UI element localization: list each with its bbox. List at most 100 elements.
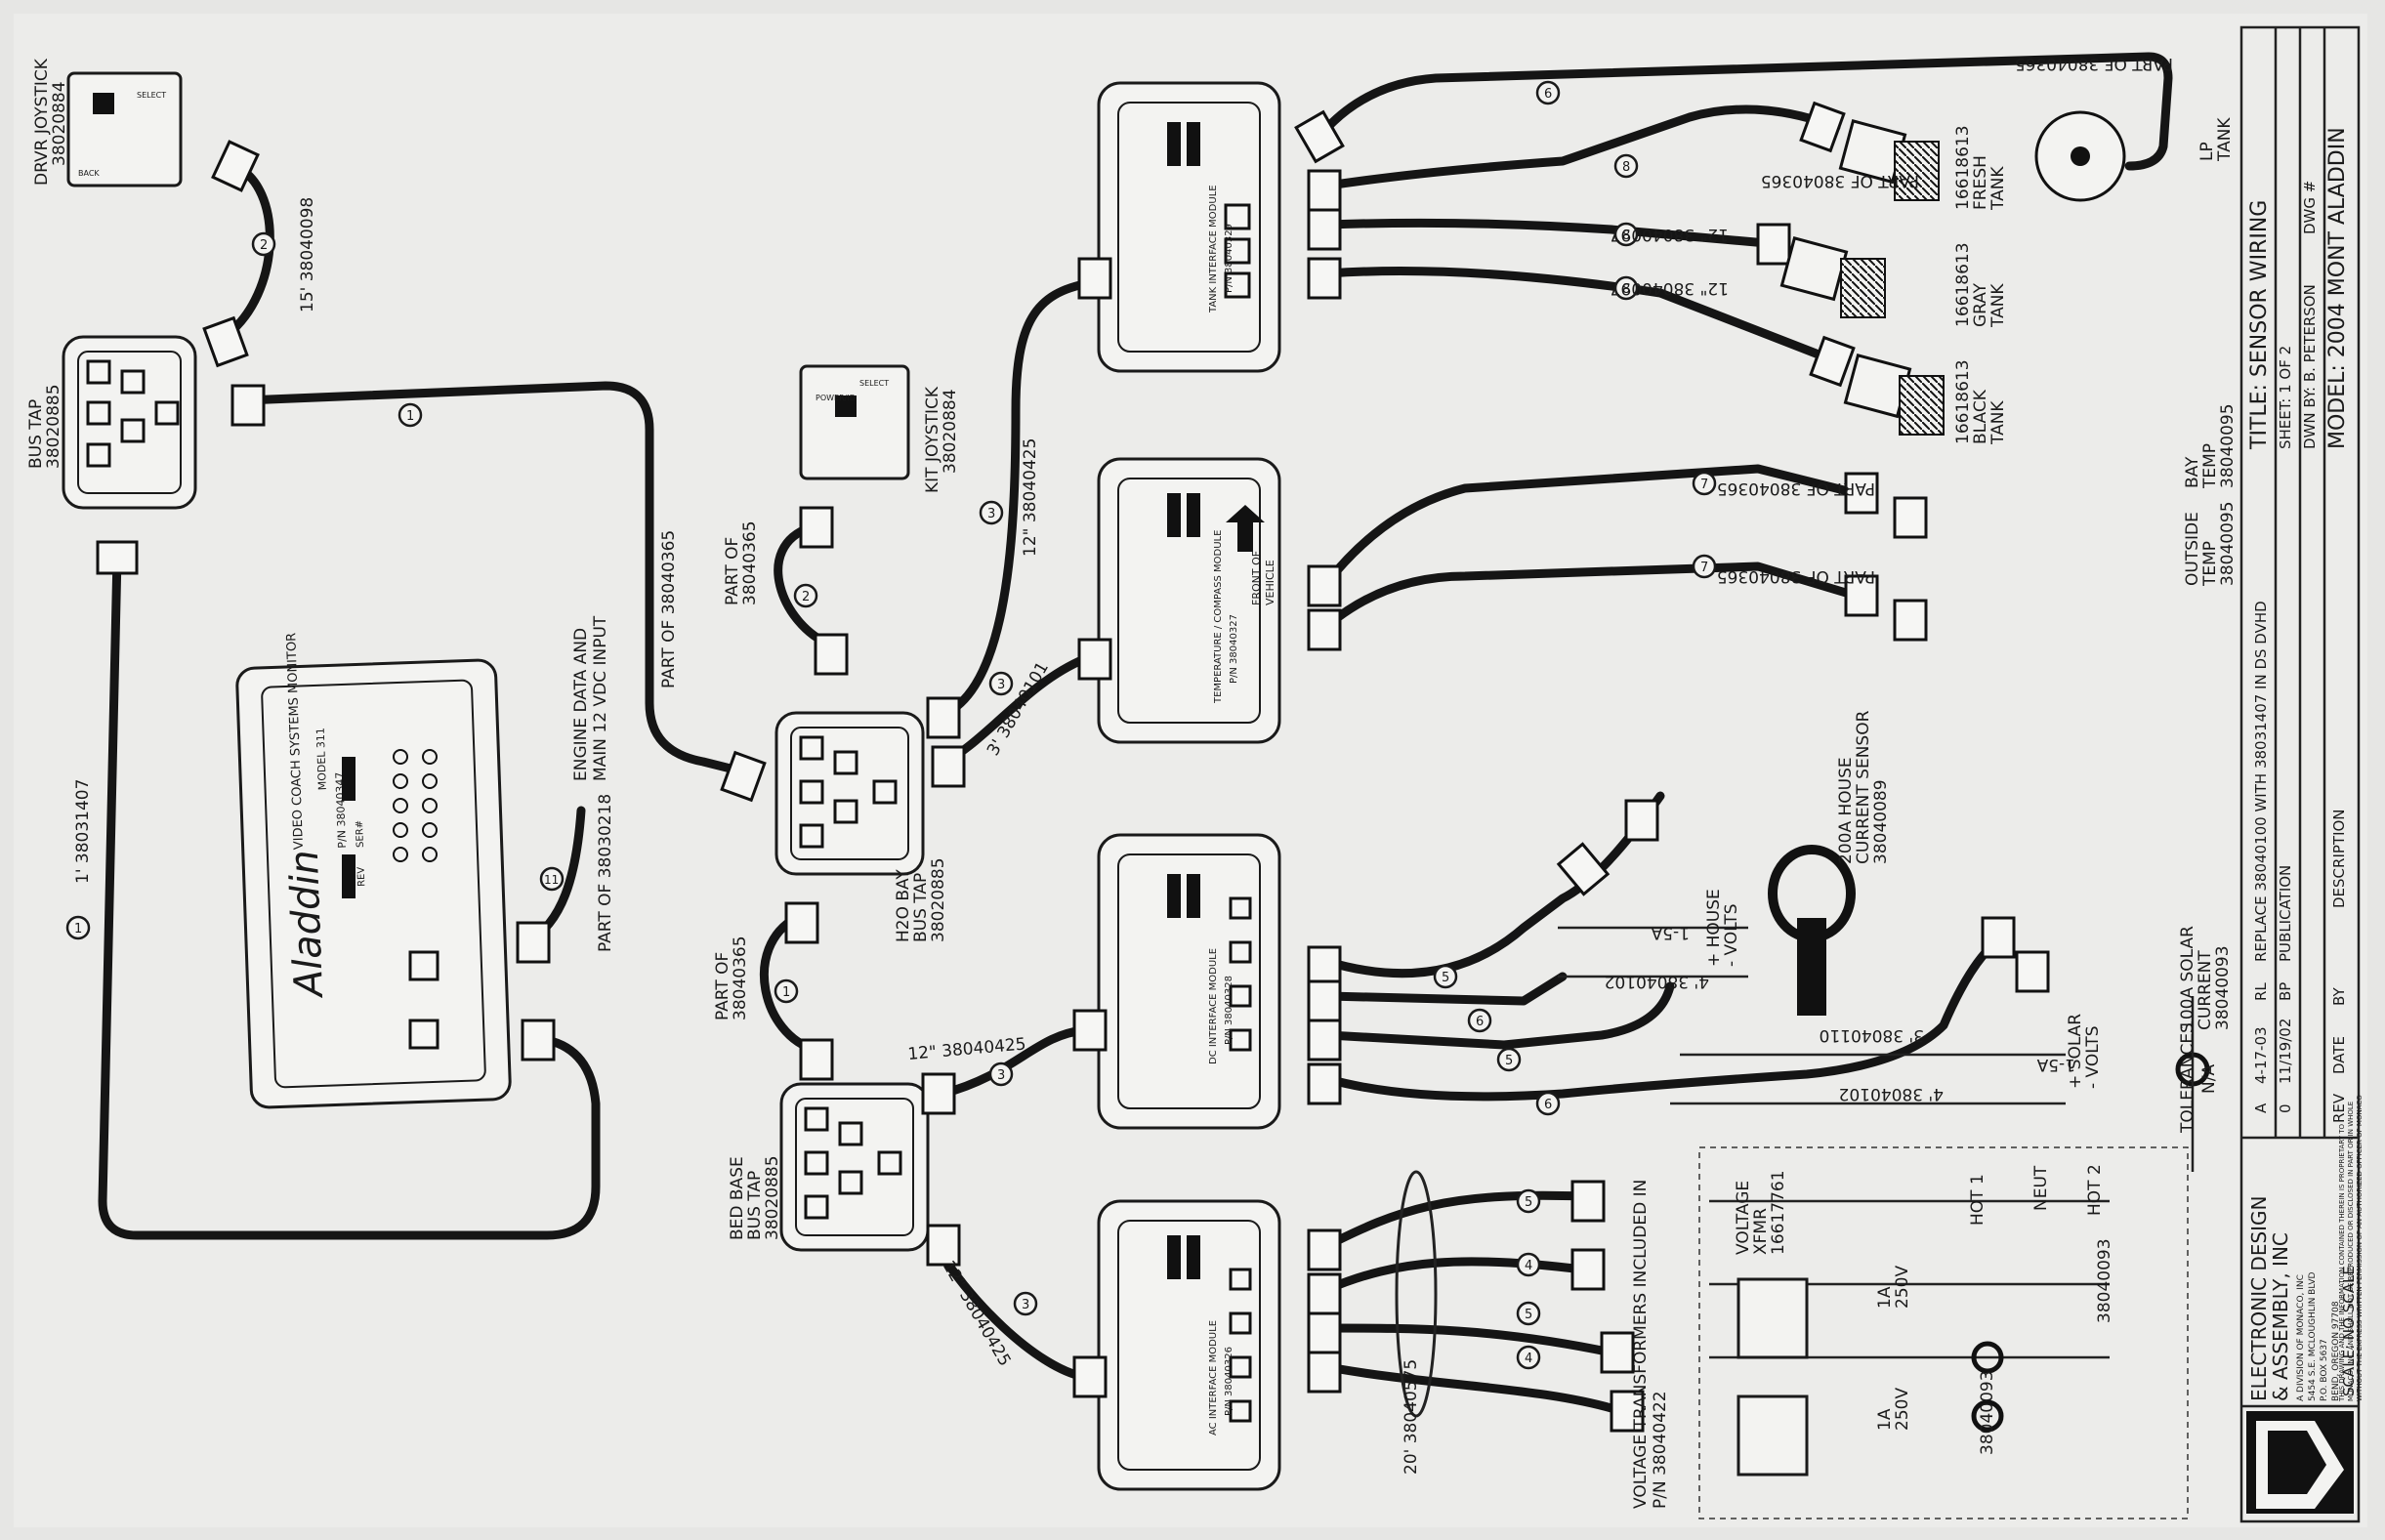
- dc-module-pn: P/N 38040328: [1224, 976, 1234, 1045]
- svg-text:8: 8: [1622, 282, 1630, 297]
- svg-text:4: 4: [1525, 1352, 1532, 1366]
- systems-monitor: Aladdin VIDEO COACH SYSTEMS MONITOR MODE…: [235, 633, 512, 1109]
- wire-bus-tap-to-h2o: [239, 381, 747, 776]
- bed-base-label-2: BUS TAP: [745, 1171, 765, 1240]
- svg-text:2: 2: [260, 238, 268, 253]
- company-name: ELECTRONIC DESIGN: [2247, 1195, 2271, 1401]
- col-by: BY: [2330, 987, 2348, 1006]
- house-volts-label-2: - VOLTS: [1722, 903, 1741, 967]
- connectors: [96, 101, 2050, 1433]
- cable-12in-tank-label: 12" 38040425: [1021, 438, 1040, 557]
- fresh-tank-label-2: TANK: [1988, 166, 2008, 211]
- col-date: DATE: [2330, 1036, 2348, 1074]
- main-bus-tap: BUS TAP 38020885: [26, 335, 197, 510]
- drvr-joystick-label: DRVR JOYSTICK: [32, 58, 52, 186]
- scale-label: SCALE: NO SCALE: [2340, 1266, 2358, 1396]
- monitor-brand: Aladdin: [282, 850, 332, 1001]
- bay-temp-label: BAY: [2183, 456, 2202, 488]
- hot1-label: HOT 1: [1968, 1174, 1988, 1226]
- svg-text:7: 7: [1700, 561, 1708, 575]
- monitor-display-a: [342, 757, 356, 801]
- monitor-port-b: [408, 1019, 439, 1050]
- title-block: ELECTRONIC DESIGN & ASSEMBLY, INC A DIVI…: [2239, 25, 2364, 1523]
- ac-module-pn: P/N 38040326: [1224, 1347, 1234, 1416]
- solar-current-pn: 38040093: [2213, 945, 2233, 1030]
- black-tank-pn: 16618613: [1953, 359, 1973, 444]
- monitor-port-a: [408, 950, 439, 981]
- ct-a-label: 38040093: [2095, 1238, 2114, 1323]
- engine-data-label: ENGINE DATA AND: [571, 628, 591, 781]
- disclaimer-2: MONACO, INC. AND SHALL NOT BE REPRODUCED…: [2347, 1102, 2355, 1401]
- ac-module-title: AC INTERFACE MODULE: [1208, 1320, 1219, 1436]
- outside-temp-pn: 38040095: [2218, 501, 2238, 586]
- monitor-ser: SER#: [355, 820, 366, 848]
- svg-text:1: 1: [74, 922, 82, 936]
- company-division: A DIVISION OF MONACO, INC: [2296, 1274, 2306, 1401]
- disclaimer-1: THIS DRAWING AND THE INFORMATION CONTAIN…: [2338, 1123, 2346, 1402]
- outside-temp-label: OUTSIDE: [2183, 512, 2202, 586]
- cable-15ft-label: 15' 38040098: [298, 197, 317, 312]
- ac-section: [1395, 1146, 2189, 1519]
- monitor-display-b: [342, 854, 356, 898]
- wire-dc-current: [1323, 791, 1665, 978]
- svg-text:5: 5: [1525, 1308, 1532, 1322]
- solar-volts-label: + SOLAR: [2066, 1014, 2085, 1089]
- rev-a-by: RL: [2252, 982, 2270, 1001]
- wire-tank-lp: [1318, 52, 2173, 171]
- tank-interface-module: TANK INTERFACE MODULE P/N 38040329: [1097, 81, 1281, 373]
- part-of-bay-label: PART OF 38040365: [1717, 479, 1875, 498]
- drvr-joystick-pn: 38020884: [50, 81, 69, 166]
- bus-tap-label: BUS TAP: [26, 399, 46, 469]
- h2o-bay-pn: 38020885: [929, 857, 948, 942]
- gray-tank-pn: 16618613: [1953, 242, 1973, 327]
- kit-joystick: POWER/ID SELECT KIT JOYSTICK 38020884: [799, 364, 960, 493]
- bay-temp-pn: 38040095: [2218, 403, 2238, 488]
- bay-temp-label-2: TEMP: [2200, 443, 2220, 489]
- fresh-tank-label: FRESH: [1971, 155, 1990, 210]
- svg-text:3: 3: [997, 1068, 1005, 1083]
- svg-text:6: 6: [1544, 87, 1552, 102]
- dc-interface-module: DC INTERFACE MODULE P/N 38040328: [1097, 833, 1281, 1130]
- company-address: 5454 S.E. MCLOUGHLIN BLVD: [2308, 1271, 2318, 1401]
- h2o-bay-label-2: BUS TAP: [911, 873, 931, 942]
- tank-sensors: [1779, 110, 2126, 436]
- cable-gray-label: 12" 38040097: [1611, 225, 1729, 244]
- svg-text:7: 7: [1700, 478, 1708, 492]
- wire-part-of-38040365-b: [759, 913, 820, 1055]
- wire-tank-fresh: [1323, 104, 1841, 190]
- wire-dc-house-volts: [1323, 972, 1568, 1006]
- temp-compass-module: FRONT OF VEHICLE TEMPERATURE / COMPASS M…: [1097, 457, 1281, 744]
- ac-interface-module: AC INTERFACE MODULE P/N 38040326: [1097, 1199, 1281, 1491]
- bundle-ellipse: [1395, 1170, 1438, 1418]
- drawing-title: TITLE: SENSOR WIRING: [2247, 200, 2272, 450]
- rev-a-letter: A: [2252, 1103, 2270, 1113]
- svg-text:BACK: BACK: [78, 169, 100, 178]
- lp-tank-label: LP: [2197, 142, 2217, 161]
- svg-text:8: 8: [1622, 229, 1630, 243]
- cable-20ft-label: 20' 38040575: [1402, 1359, 1421, 1475]
- vt-note: VOLTAGE TRANSFORMERS INCLUDED IN: [1631, 1180, 1651, 1509]
- fuse-1a-a: 1A: [1875, 1286, 1895, 1309]
- rev-0-desc: PUBLICATION: [2277, 865, 2294, 962]
- xfmr-a: [1736, 1277, 1809, 1359]
- svg-text:3: 3: [987, 507, 995, 521]
- cable-3ft-b-label: 3' 38040110: [1820, 1025, 1924, 1045]
- tolerances-label: TOLERANCES: [2178, 1022, 2197, 1134]
- svg-text:POWER/ID: POWER/ID: [816, 394, 856, 402]
- dc-sensors: [1558, 845, 2210, 1172]
- monitor-rev: REV: [356, 866, 368, 887]
- drawn-by: DWN BY: B. PETERSON: [2301, 284, 2319, 449]
- svg-text:6: 6: [1476, 1015, 1484, 1029]
- voltage-xfmr-pn: 16617761: [1769, 1170, 1788, 1255]
- temp-module-pn: P/N 38040327: [1229, 614, 1239, 684]
- company-name-2: & ASSEMBLY, INC: [2269, 1232, 2292, 1401]
- wire-part-of-38040365-a: [774, 522, 835, 649]
- svg-text:SELECT: SELECT: [859, 379, 889, 388]
- svg-text:4: 4: [1525, 1259, 1532, 1273]
- house-current-pn: 38040089: [1871, 779, 1891, 864]
- company-city: BEND, OREGON 97708: [2331, 1301, 2341, 1401]
- dc-module-title: DC INTERFACE MODULE: [1208, 948, 1219, 1064]
- wire-dc-solar: [1323, 933, 2007, 1102]
- wire-tank-gray: [1323, 218, 1782, 249]
